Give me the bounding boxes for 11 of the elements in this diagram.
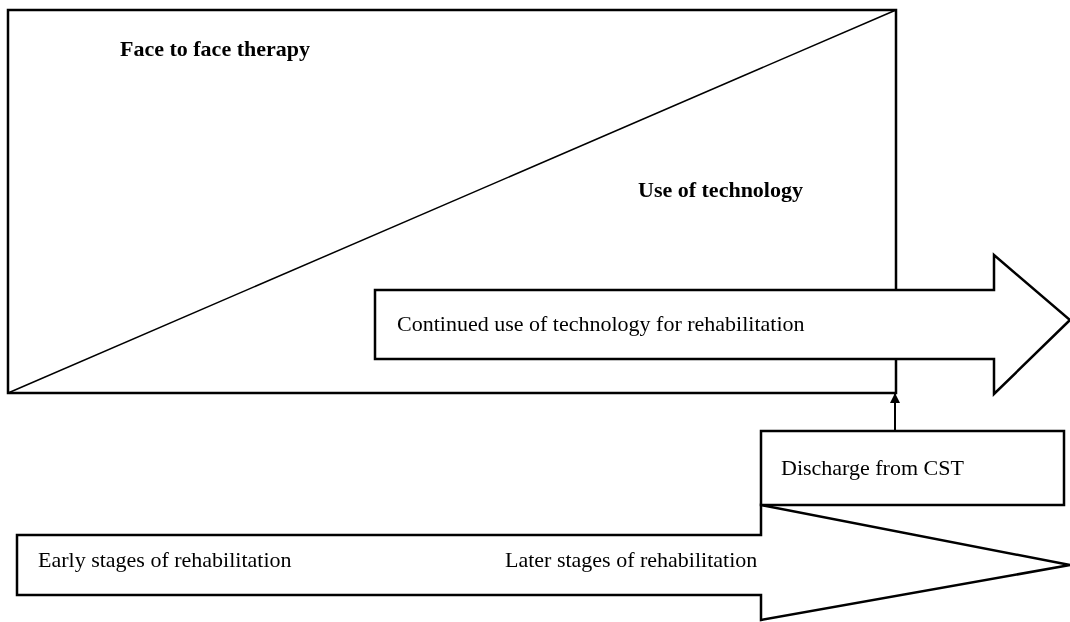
block-arrow — [375, 255, 1070, 394]
node-label: Use of technology — [638, 177, 803, 203]
block-arrow — [17, 505, 1070, 620]
diagonally-split-box — [8, 10, 896, 393]
arrow — [890, 392, 900, 432]
node-label: Continued use of technology for rehabilitation — [397, 311, 805, 337]
node-label: Face to face therapy — [120, 36, 310, 62]
node-label: Later stages of rehabilitation — [505, 547, 758, 573]
node-label: Early stages of rehabilitation — [38, 547, 292, 573]
node-label: Discharge from CST — [781, 455, 964, 481]
process-box — [761, 431, 1064, 505]
